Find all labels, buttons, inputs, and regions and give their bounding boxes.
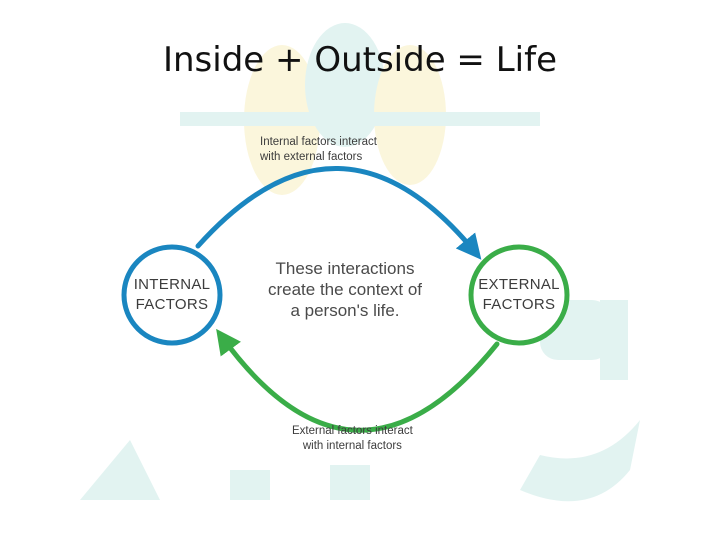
internal-label-line-2: FACTORS [135,296,209,313]
bottom-caption-line-1: External factors interact [292,425,413,437]
bottom-arc-caption: External factors interact with internal … [292,424,413,454]
slide-title: Inside + Outside = Life [162,40,558,80]
bottom-caption-line-2: with internal factors [302,440,402,452]
external-label-line-2: FACTORS [482,296,556,313]
center-text: These interactions create the context of… [245,258,445,321]
internal-node-label: INTERNAL FACTORS [122,275,222,315]
internal-label-line-1: INTERNAL [133,276,211,293]
external-node-label: EXTERNAL FACTORS [469,275,569,315]
top-caption-line-2: with external factors [260,151,363,163]
internal-node-circle [121,244,223,346]
center-text-line-1: These interactions [275,259,415,278]
top-arrow-arc [195,166,482,260]
center-text-line-3: a person's life. [290,301,400,320]
external-node-circle [468,244,570,346]
top-arc-caption: Internal factors interact with external … [260,135,377,165]
center-text-line-2: create the context of [267,280,423,299]
external-label-line-1: EXTERNAL [478,276,560,293]
bottom-arrow-arc [216,328,500,433]
top-caption-line-1: Internal factors interact [260,136,377,148]
